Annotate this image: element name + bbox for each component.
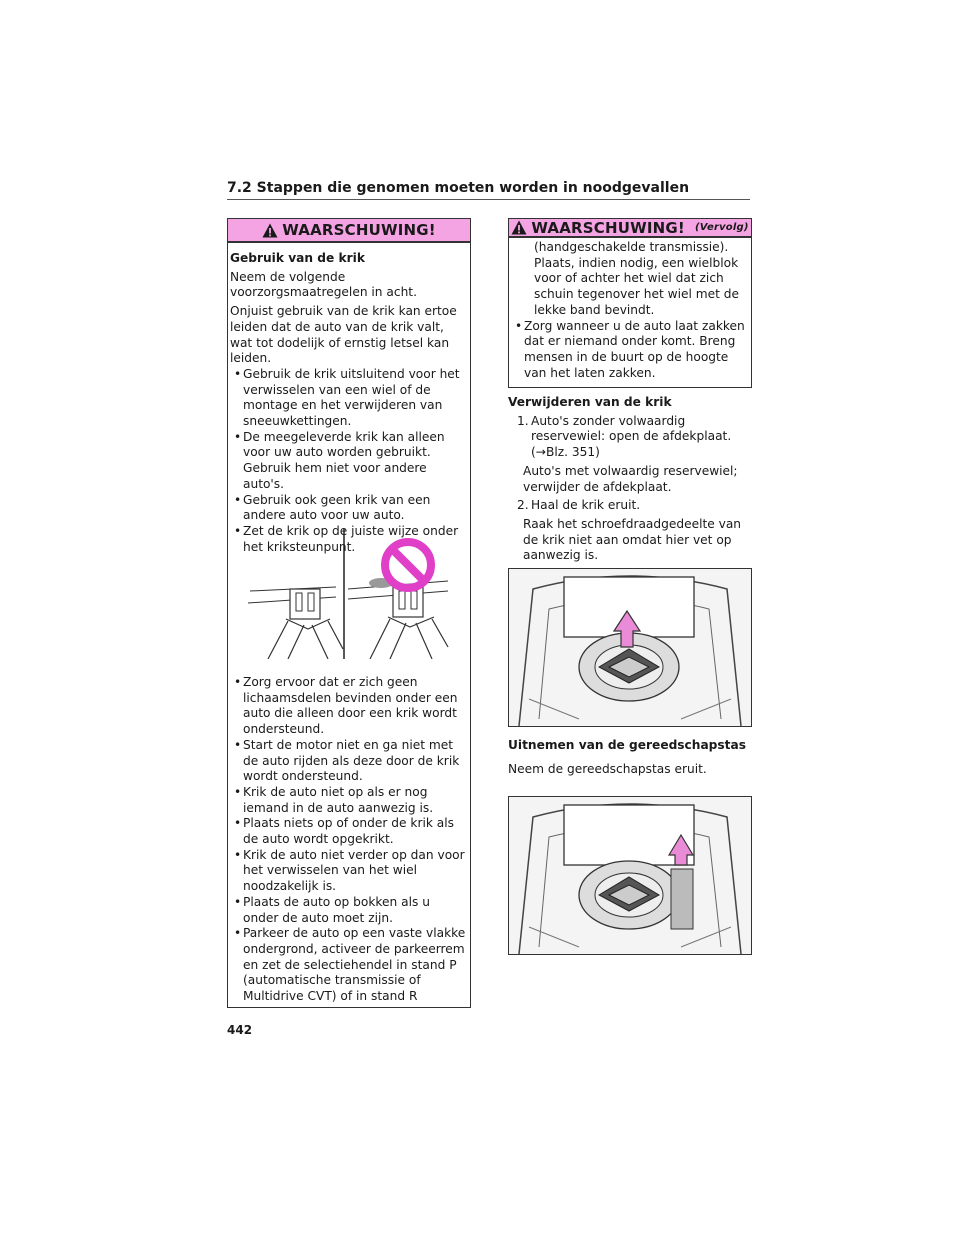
list-item: •Plaats niets op of onder de krik als de… <box>234 816 454 847</box>
list-item: •Zet de krik op de juiste wijze onder he… <box>234 523 459 554</box>
bullet-list-a: •Gebruik de krik uitsluitend voor het ve… <box>230 367 468 555</box>
warning-heading: Gebruik van de krik <box>230 251 365 265</box>
bullet-list-b: •Zorg ervoor dat er zich geen lichaamsde… <box>230 675 468 1005</box>
list-item: •Gebruik de krik uitsluitend voor het ve… <box>234 366 460 429</box>
removal-heading: Verwijderen van de krik <box>508 395 672 409</box>
removal-section: Verwijderen van de krik 1. Auto's zonder… <box>508 395 754 567</box>
toolbag-text: Neem de gereedschapstas eruit. <box>508 761 707 776</box>
list-item: •Gebruik ook geen krik van een andere au… <box>234 492 431 523</box>
list-item: •De meegeleverde krik kan alleen voor uw… <box>234 429 445 491</box>
step-subtext: Raak het schroefdraadgedeelte van de kri… <box>523 516 742 563</box>
list-item: •Zorg wanneer u de auto laat zakken dat … <box>515 318 745 380</box>
warning-intro-2: Onjuist gebruik van de krik kan ertoe le… <box>230 304 457 366</box>
warning-triangle-icon <box>511 220 527 235</box>
warning-title: WAARSCHUWING! <box>531 218 685 237</box>
warning-intro-1: Neem de volgende voorzorgsmaatregelen in… <box>230 269 417 300</box>
list-item: •Plaats de auto op bokken als u onder de… <box>234 894 430 925</box>
list-item: •Zorg ervoor dat er zich geen lichaamsde… <box>234 675 458 737</box>
toolbag-heading: Uitnemen van de gereedschapstas <box>508 738 746 752</box>
page-number: 442 <box>227 1023 253 1037</box>
step-number: 2. <box>517 498 529 513</box>
warning-continued-text: (handgeschakelde transmissie). Plaats, i… <box>534 240 740 317</box>
bullet-list-c: •Zorg wanneer u de auto laat zakken dat … <box>511 319 749 382</box>
trunk-jack-illustration <box>508 568 752 727</box>
step-text: Auto's zonder volwaardig reservewiel: op… <box>531 413 732 460</box>
toolbag-section: Uitnemen van de gereedschapstas Neem de … <box>508 738 754 777</box>
warning-title: WAARSCHUWING! <box>282 221 436 239</box>
continued-label: (Vervolg) <box>694 222 749 233</box>
prohibited-icon <box>381 538 435 592</box>
warning-title-bar: WAARSCHUWING! <box>228 219 470 243</box>
section-title: 7.2 Stappen die genomen moeten worden in… <box>227 180 750 200</box>
warning-box-continued: WAARSCHUWING! (Vervolg) (handgeschakelde… <box>508 218 752 388</box>
list-item: •Krik de auto niet op als er nog iemand … <box>234 784 434 815</box>
list-item: •Parkeer de auto op een vaste vlakke ond… <box>234 926 466 1004</box>
warning-triangle-icon <box>262 223 278 237</box>
trunk-toolbag-illustration <box>508 796 752 955</box>
list-item: •Start de motor niet en ga niet met de a… <box>234 737 460 784</box>
step-text: Haal de krik eruit. <box>531 498 641 513</box>
warning-box: WAARSCHUWING! Gebruik van de krik Neem d… <box>227 218 471 1008</box>
list-item: •Krik de auto niet verder op dan voor he… <box>234 847 465 894</box>
step-subtext: Auto's met volwaardig reservewiel; verwi… <box>523 463 738 494</box>
warning-title-bar: WAARSCHUWING! (Vervolg) <box>509 219 751 238</box>
step-number: 1. <box>517 413 529 428</box>
